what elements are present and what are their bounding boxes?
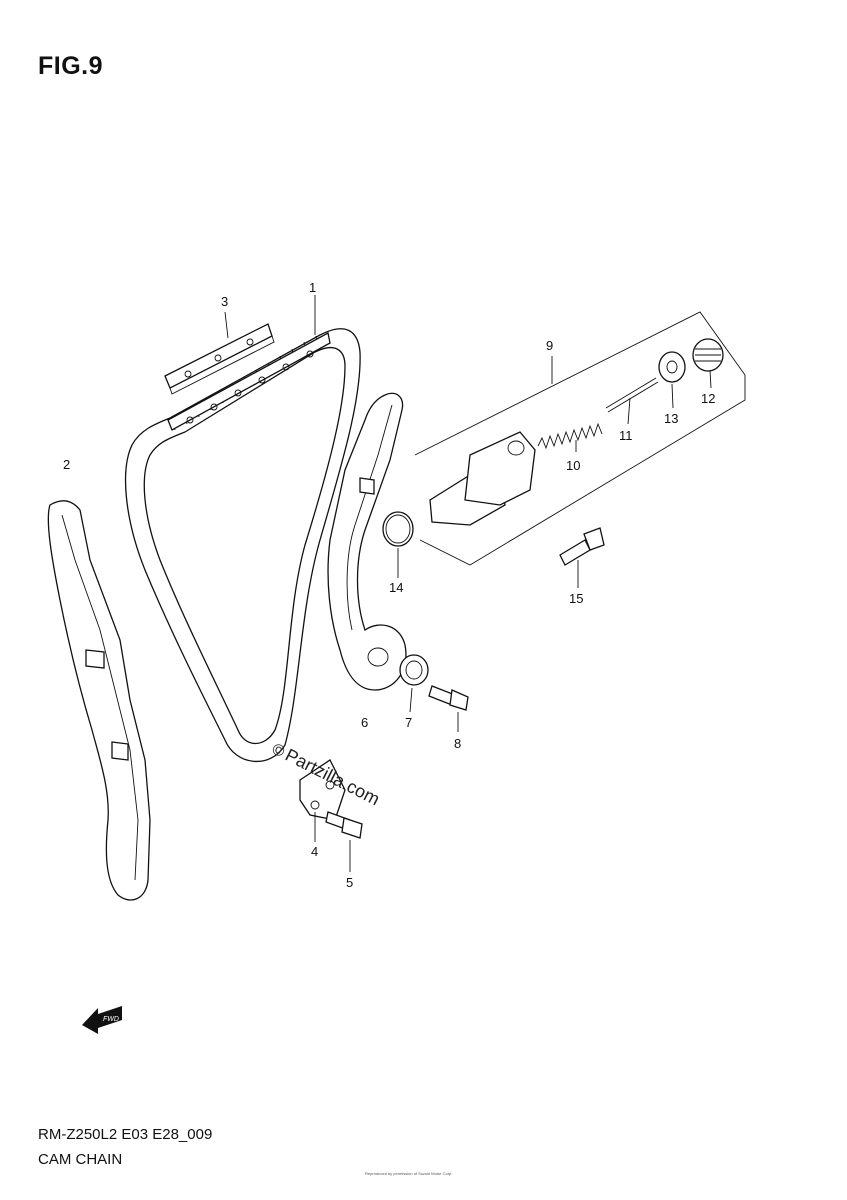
tensioner-assembly-box: [414, 311, 746, 566]
footer-copyright: Reproduced by permission of Suzuki Motor…: [365, 1171, 453, 1176]
callout-14: 14: [389, 580, 403, 595]
sealing-washer: [658, 351, 686, 383]
callout-10: 10: [566, 458, 580, 473]
chain-links: [167, 332, 331, 431]
leader-lines: [224, 295, 712, 872]
callout-11: 11: [619, 428, 633, 443]
chain-guide-left: [47, 500, 151, 901]
callout-6: 6: [361, 715, 368, 730]
forward-arrow-label: FWD: [103, 1016, 119, 1023]
callout-13: 13: [664, 411, 678, 426]
arm-bolt: [428, 685, 469, 711]
callout-12: 12: [701, 391, 715, 406]
callout-3: 3: [221, 294, 228, 309]
cam-chain: [124, 328, 361, 762]
model-code: RM-Z250L2 E03 E28_009: [38, 1126, 213, 1143]
callout-labels: 1 2 3 4 5 6 7 8 9 10 11 12 13 14 15: [63, 280, 715, 890]
callout-5: 5: [346, 875, 353, 890]
o-ring: [382, 511, 414, 547]
arm-bushing: [399, 654, 429, 686]
guide-bracket: [299, 759, 346, 821]
chain-guide-top: [164, 323, 275, 395]
callout-9: 9: [546, 338, 553, 353]
callout-8: 8: [454, 736, 461, 751]
bracket-bolt: [325, 811, 363, 839]
tensioner-spring: [537, 422, 603, 450]
callout-4: 4: [311, 844, 318, 859]
callout-2: 2: [63, 457, 70, 472]
tensioner-arm: [327, 392, 407, 691]
figure-title: FIG.9: [38, 52, 104, 80]
tensioner-bolt: [559, 527, 605, 566]
callout-15: 15: [569, 591, 583, 606]
callout-7: 7: [405, 715, 412, 730]
tensioner-plug: [692, 338, 724, 372]
tensioner-rod: [605, 377, 659, 413]
callout-1: 1: [309, 280, 316, 295]
forward-arrow-icon: FWD: [82, 1006, 122, 1034]
section-name: CAM CHAIN: [38, 1151, 123, 1168]
